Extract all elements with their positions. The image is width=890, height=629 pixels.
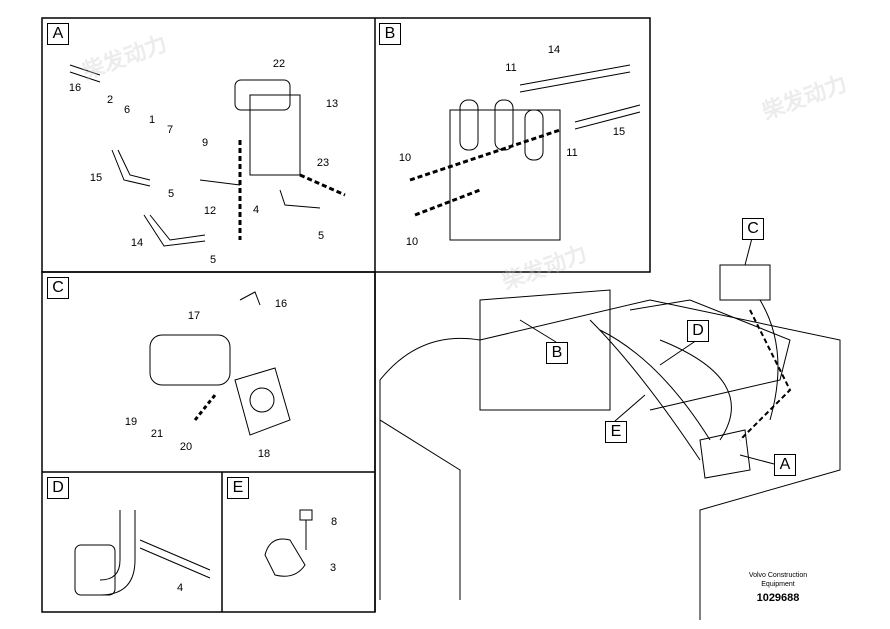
callout-c: 18	[257, 448, 271, 460]
callout-c: 16	[274, 298, 288, 310]
callout-a: 5	[317, 230, 325, 242]
callout-b: 11	[505, 62, 517, 74]
callout-a: 1	[148, 114, 156, 126]
callout-a: 16	[68, 82, 82, 94]
panel-label-b: B	[379, 23, 401, 45]
callout-c: 17	[187, 310, 201, 322]
overview-detail-label: E	[605, 421, 627, 443]
panel-label-c: C	[47, 277, 69, 299]
footer-brand-line2: Equipment	[761, 581, 795, 588]
callout-a: 23	[316, 157, 330, 169]
callout-b: 14	[547, 44, 561, 56]
callout-c: 20	[179, 441, 193, 453]
overview-detail-label: A	[774, 454, 796, 476]
callout-a: 2	[106, 94, 114, 106]
callout-e: 8	[330, 516, 338, 528]
callout-a: 15	[89, 172, 103, 184]
callout-a: 6	[123, 104, 131, 116]
callout-e: 3	[329, 562, 337, 574]
overview-detail-label: C	[742, 218, 764, 240]
panel-label-e: E	[227, 477, 249, 499]
callout-a: 14	[130, 237, 144, 249]
callout-b: 10	[405, 236, 419, 248]
valve-block-a	[249, 94, 301, 176]
callout-b: 11	[566, 147, 578, 159]
callout-a: 5	[209, 254, 217, 266]
callout-c: 21	[150, 428, 164, 440]
callout-b: 10	[398, 152, 412, 164]
callout-a: 7	[166, 124, 174, 136]
callout-a: 4	[252, 204, 260, 216]
callout-a: 5	[167, 188, 175, 200]
callout-c: 19	[124, 416, 138, 428]
overview-detail-label: B	[546, 342, 568, 364]
callout-a: 12	[203, 205, 217, 217]
panel-label-d: D	[47, 477, 69, 499]
overview-detail-label: D	[687, 320, 709, 342]
drawing-number: 1029688	[756, 592, 800, 604]
callout-a: 9	[201, 137, 209, 149]
callout-b: 15	[612, 126, 626, 138]
callout-a: 22	[272, 58, 286, 70]
top-frame	[41, 17, 651, 273]
footer: Volvo Construction Equipment 1029688	[728, 571, 828, 604]
panel-label-a: A	[47, 23, 69, 45]
callout-a: 13	[325, 98, 339, 110]
footer-brand-line1: Volvo Construction	[748, 572, 808, 579]
callout-d: 4	[176, 582, 184, 594]
